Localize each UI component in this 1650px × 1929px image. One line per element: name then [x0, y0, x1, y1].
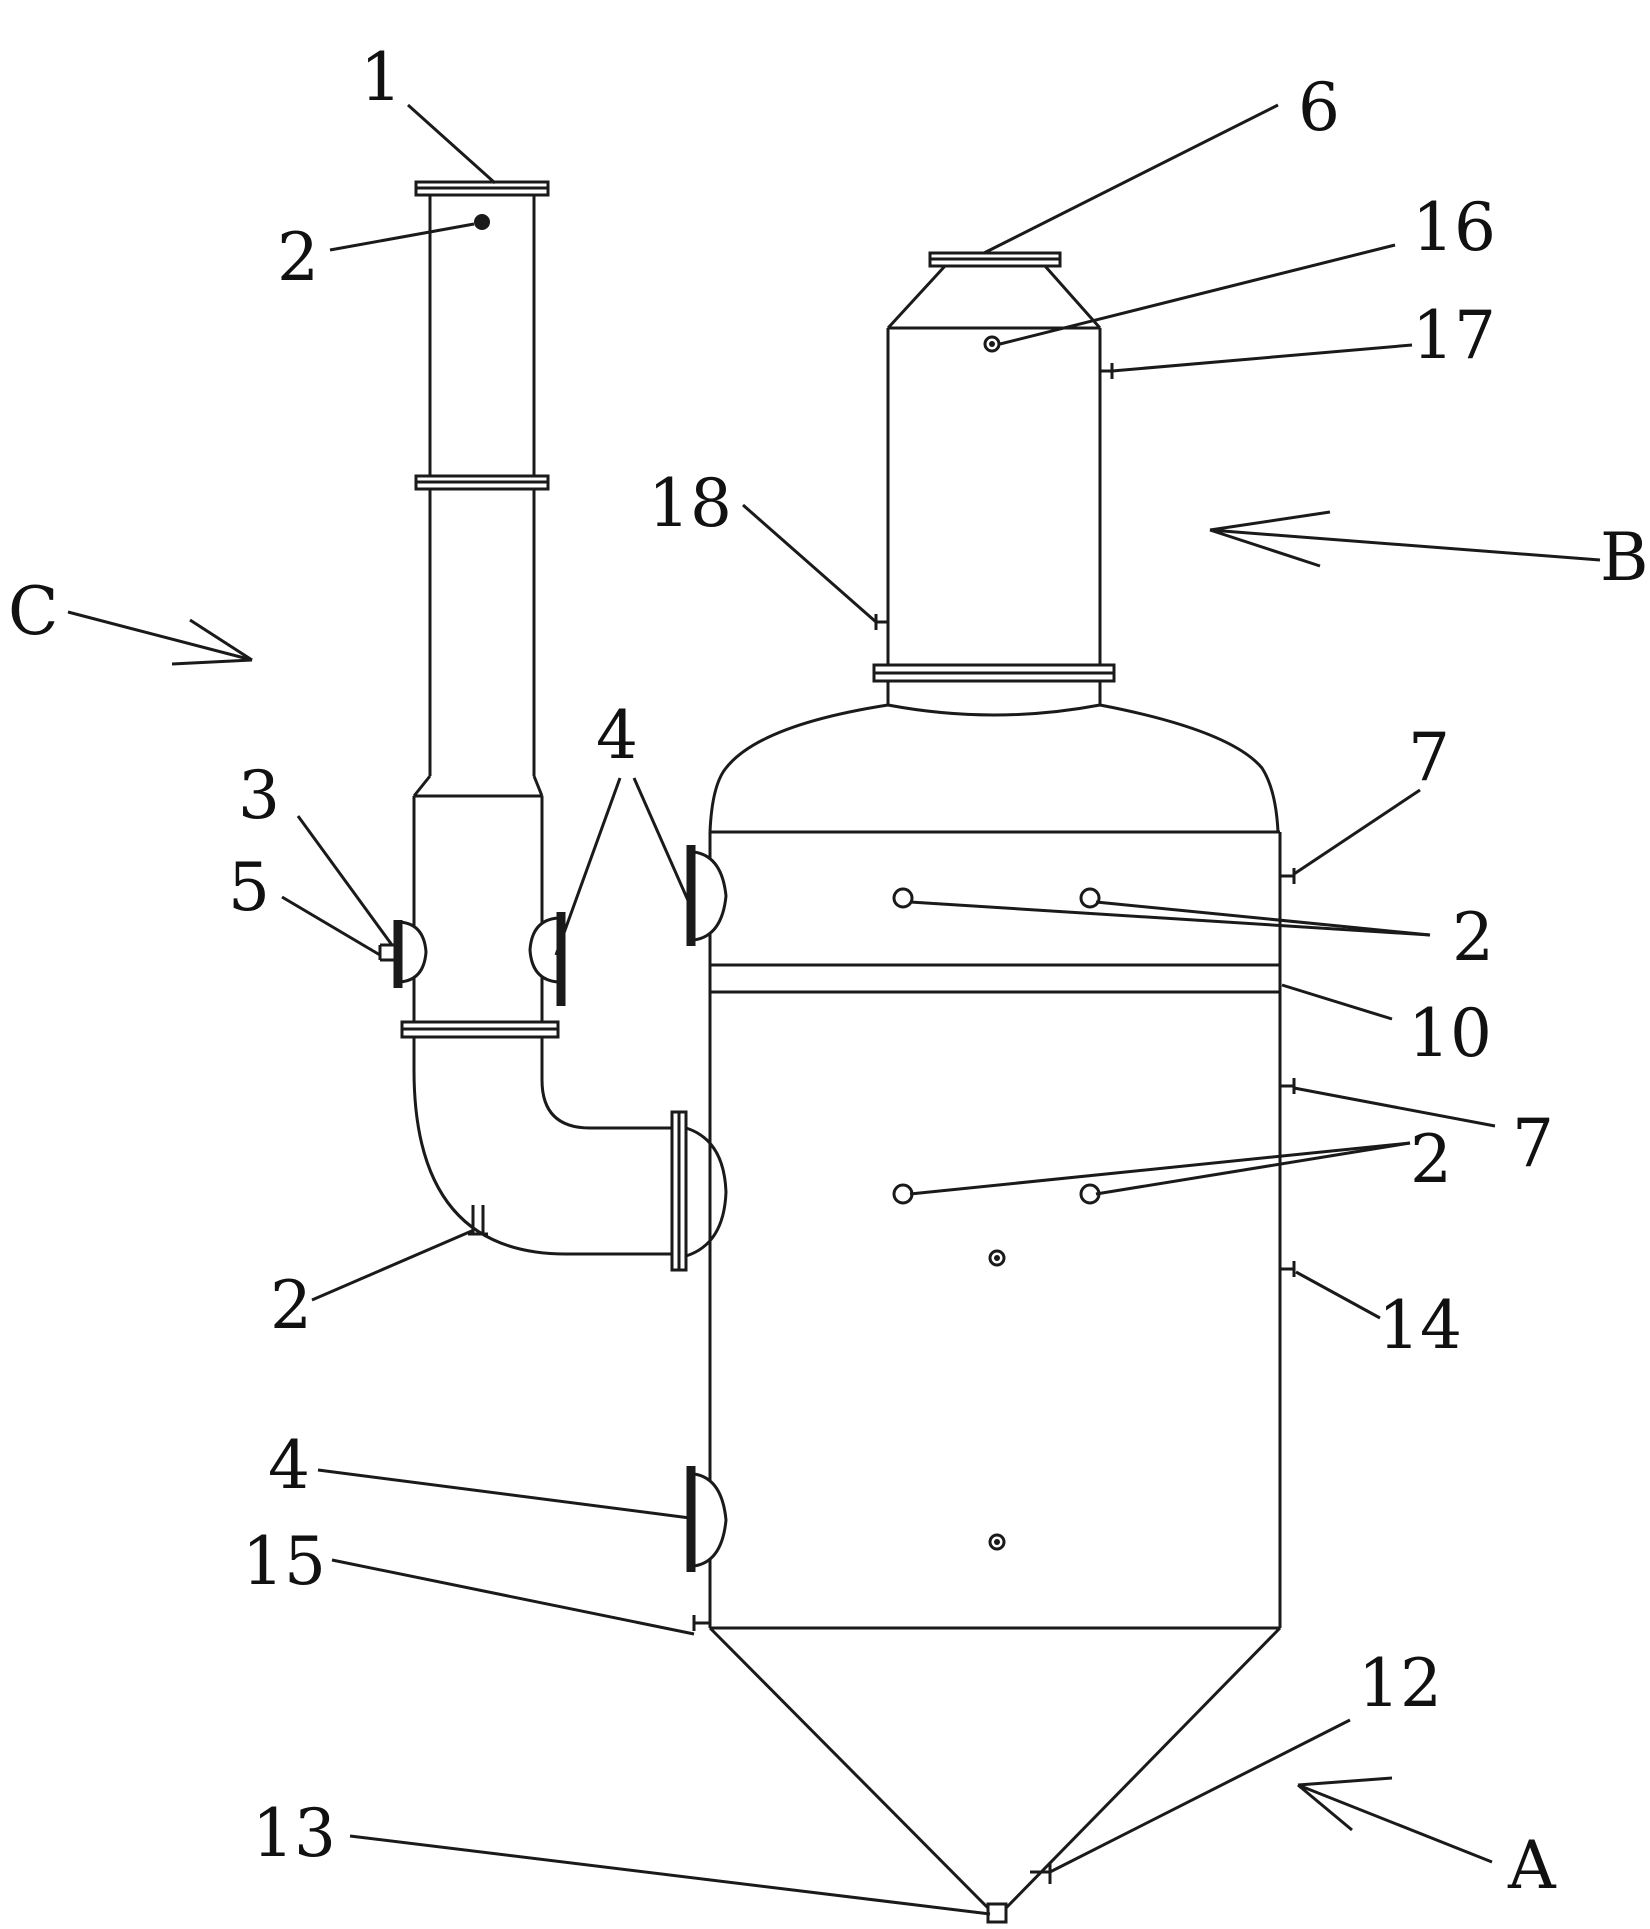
label-18: 18 [648, 465, 732, 542]
label-5: 5 [228, 849, 270, 926]
view-labels: C B A [8, 519, 1649, 1904]
label-7-upper: 7 [1408, 719, 1450, 796]
label-15: 15 [242, 1523, 326, 1600]
label-10: 10 [1408, 995, 1492, 1072]
vessel-dome [708, 703, 889, 833]
chimney-assembly [378, 180, 728, 1272]
chimney-port-2 [474, 214, 490, 230]
label-2-chimney: 2 [277, 219, 319, 296]
label-7-lower: 7 [1512, 1105, 1554, 1182]
label-16: 16 [1412, 189, 1496, 266]
lower-manhole [692, 1472, 728, 1568]
view-arrow-c [67, 610, 253, 666]
label-2-elbow: 2 [270, 1267, 312, 1344]
view-label-b: B [1600, 519, 1649, 596]
view-label-c: C [8, 573, 59, 650]
part-labels: 1 2 3 5 4 2 4 15 13 6 16 17 18 7 2 10 7 … [228, 39, 1554, 1872]
elbow-pipe [412, 1037, 672, 1256]
leader-lines [281, 103, 1496, 1916]
label-1: 1 [360, 39, 402, 116]
upper-manhole [692, 850, 728, 942]
label-2-upper-right: 2 [1452, 899, 1494, 976]
label-13: 13 [252, 1795, 336, 1872]
label-14: 14 [1378, 1287, 1462, 1364]
bottom-outlet [986, 1902, 1008, 1924]
stack-port-16 [983, 335, 1001, 353]
chimney-right-port [528, 916, 560, 984]
label-2-lower-right: 2 [1410, 1121, 1452, 1198]
label-17: 17 [1412, 297, 1496, 374]
view-label-a: A [1507, 1827, 1557, 1904]
label-6: 6 [1298, 69, 1340, 146]
label-4-lower: 4 [268, 1427, 310, 1504]
label-12: 12 [1358, 1645, 1442, 1722]
main-vessel [686, 251, 1296, 1924]
view-arrow-b [1209, 510, 1601, 568]
label-4-upper: 4 [596, 697, 638, 774]
label-3: 3 [238, 757, 280, 834]
view-arrow-a [1297, 1776, 1493, 1864]
chimney-left-port [398, 920, 428, 984]
